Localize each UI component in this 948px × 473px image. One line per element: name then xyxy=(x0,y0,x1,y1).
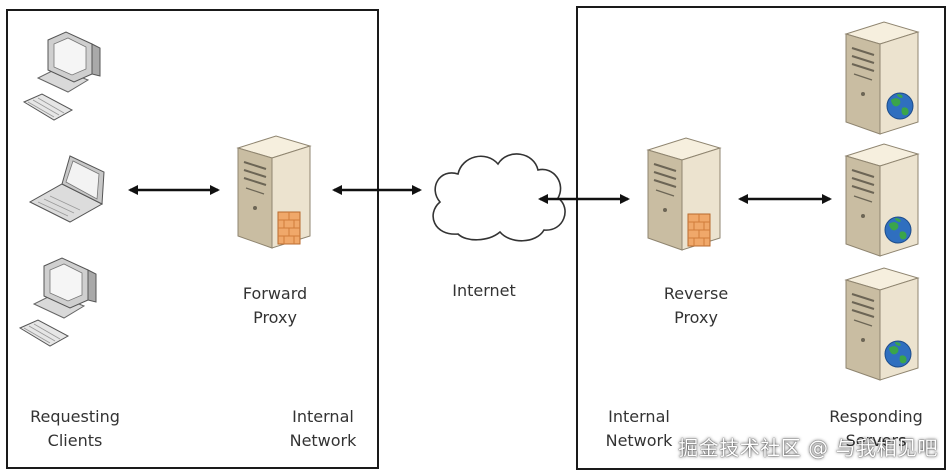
client-laptop-icon xyxy=(29,155,105,223)
globe-icon-2 xyxy=(884,216,912,244)
client-desktop-icon-bottom xyxy=(19,257,97,347)
internal-network-left-label: Internal Network xyxy=(289,407,357,450)
internet-cloud-icon xyxy=(432,153,566,242)
internet-label: Internet xyxy=(452,281,516,300)
globe-icon-1 xyxy=(886,92,914,120)
watermark-text: 掘金技术社区 @ 与我相见吧 xyxy=(678,436,938,460)
responding-servers-label: Responding Servers xyxy=(829,407,923,450)
internal-network-right-label: Internal Network xyxy=(605,407,673,450)
client-desktop-icon-top xyxy=(23,31,101,121)
reverse-proxy-firewall-icon xyxy=(687,213,711,247)
requesting-clients-label: Requesting Clients xyxy=(30,407,120,450)
forward-proxy-label: Forward Proxy xyxy=(242,284,308,327)
forward-proxy-firewall-icon xyxy=(277,211,301,245)
reverse-proxy-label: Reverse Proxy xyxy=(663,284,729,327)
globe-icon-3 xyxy=(884,340,912,368)
